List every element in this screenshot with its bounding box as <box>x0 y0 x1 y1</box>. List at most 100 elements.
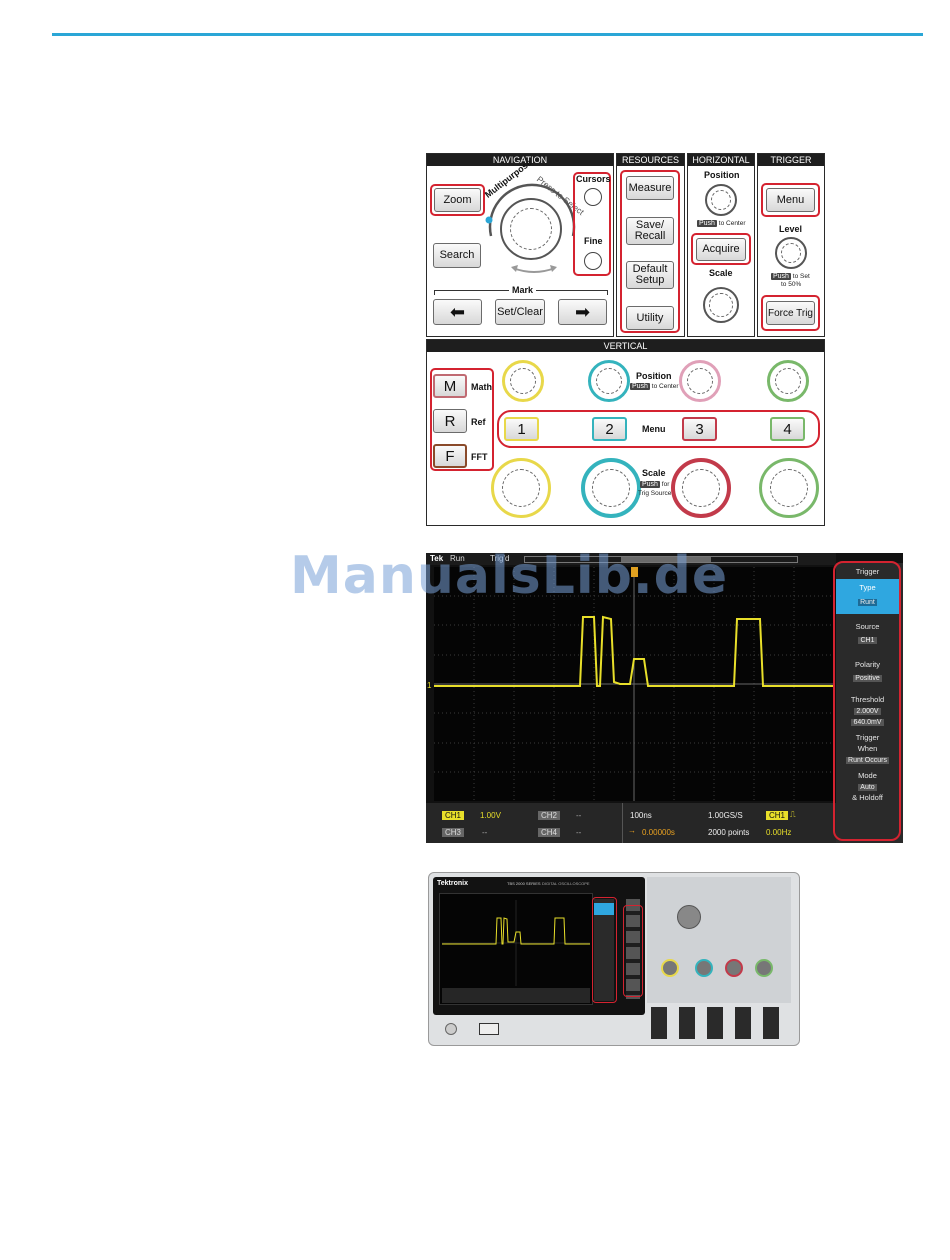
default-setup-button[interactable]: Default Setup <box>626 261 674 289</box>
device-knob-yellow <box>661 959 679 977</box>
ch3-value: -- <box>482 828 488 837</box>
waveform-graticule <box>434 567 835 801</box>
horizontal-position-knob[interactable] <box>705 184 737 216</box>
ch2-menu-button[interactable]: 2 <box>592 417 627 441</box>
menu-source-value-wrap: CH1 <box>836 635 899 644</box>
vertical-header: VERTICAL <box>427 340 824 352</box>
menu-mode-value: Auto <box>858 784 877 791</box>
scope-top-bar: Tek Run Trig'd <box>426 553 836 565</box>
horizontal-scale-knob[interactable] <box>703 287 739 323</box>
ch4-menu-button[interactable]: 4 <box>770 417 805 441</box>
navigation-header: NAVIGATION <box>427 154 613 166</box>
trigger-menu-button[interactable]: Menu <box>766 188 815 212</box>
record-view-bar <box>524 556 798 563</box>
multipurpose-direction-arrows <box>511 265 557 273</box>
device-knob-red <box>725 959 743 977</box>
save-recall-button[interactable]: Save/ Recall <box>626 217 674 245</box>
ch4-badge: CH4 <box>538 828 561 837</box>
ch1-menu-button[interactable]: 1 <box>504 417 539 441</box>
push-badge: Push <box>697 220 717 227</box>
ch4-position-knob[interactable] <box>767 360 809 402</box>
search-button[interactable]: Search <box>433 243 481 268</box>
usb-port-icon <box>479 1023 499 1035</box>
multipurpose-arc <box>485 183 576 237</box>
vertical-push-to-center: Push to Center <box>630 383 679 390</box>
measure-button[interactable]: Measure <box>626 176 674 200</box>
default-setup-line2: Setup <box>635 274 665 286</box>
menu-type-item[interactable]: Type Runt <box>836 579 899 614</box>
arrow-right-icon: ➡ <box>574 301 591 322</box>
force-trig-button[interactable]: Force Trig <box>766 301 815 325</box>
acquire-button[interactable]: Acquire <box>696 238 746 261</box>
utility-button[interactable]: Utility <box>626 306 674 330</box>
trigger-frequency: 0.00Hz <box>766 828 792 837</box>
menu-threshold-value-1: 2.000V <box>854 708 881 715</box>
ch1-ground-marker: 1 <box>427 681 432 690</box>
menu-when-value-wrap: Runt Occurs <box>836 755 899 764</box>
fft-button[interactable]: F <box>433 444 467 468</box>
cursors-label: Cursors <box>576 174 611 184</box>
menu-mode-label: Mode <box>858 771 877 780</box>
ch3-badge: CH3 <box>442 828 465 837</box>
for-text: for <box>661 481 670 488</box>
menu-source-item[interactable]: Source CH1 <box>836 619 899 651</box>
sample-rate: 1.00GS/S <box>708 811 743 820</box>
to-set-text: to Set <box>792 273 810 280</box>
ch1-scale-knob[interactable] <box>491 458 551 518</box>
header-rule <box>52 33 923 36</box>
trigger-level-knob[interactable] <box>775 237 807 269</box>
menu-mode-value-wrap: Auto <box>836 782 899 791</box>
trig-source-badge: CH1 <box>766 811 789 820</box>
menu-type-label: Type <box>859 583 876 592</box>
menu-threshold-value2-wrap: 640.0mV <box>836 717 899 726</box>
push-badge: Push <box>771 273 791 280</box>
menu-mode-item[interactable]: Mode Auto & Holdoff <box>836 770 899 806</box>
device-knob-cyan <box>695 959 713 977</box>
menu-when-label: When <box>857 744 878 753</box>
menu-threshold-item[interactable]: Threshold 2.000V 640.0mV <box>836 694 899 730</box>
menu-polarity-item[interactable]: Polarity Positive <box>836 657 899 689</box>
device-side-menu-highlight <box>592 897 617 1003</box>
multipurpose-knob[interactable] <box>500 198 562 260</box>
scope-status-bar: CH1 1.00V CH2 -- CH3 -- CH4 -- 100ns 1.0… <box>426 803 836 843</box>
ch2-position-knob[interactable] <box>588 360 630 402</box>
vertical-scale-label: Scale <box>642 468 666 478</box>
ch1-position-knob[interactable] <box>502 360 544 402</box>
menu-title: Trigger <box>855 567 880 576</box>
run-status: Run <box>450 554 465 563</box>
ch2-scale-knob[interactable] <box>581 458 641 518</box>
trig-source-text: Trig Source <box>638 490 672 497</box>
menu-type-value-wrap: Runt <box>836 597 899 606</box>
ch2-badge: CH2 <box>538 811 561 820</box>
ref-button[interactable]: R <box>433 409 467 433</box>
cursors-button[interactable] <box>584 188 602 206</box>
trigger-menu-highlight <box>761 183 820 217</box>
ch4-scale-knob[interactable] <box>759 458 819 518</box>
tek-logo: Tek <box>430 554 444 563</box>
cursors-fine-highlight <box>573 172 611 276</box>
trigger-side-menu: Trigger Type Runt Source CH1 Polarity Po… <box>836 563 903 843</box>
mark-label: Mark <box>509 285 537 295</box>
ch3-scale-knob[interactable] <box>671 458 731 518</box>
menu-trigger-when-item[interactable]: Trigger When Runt Occurs <box>836 732 899 768</box>
menu-threshold-value1-wrap: 2.000V <box>836 706 899 715</box>
vertical-push-for: Push for <box>640 481 669 488</box>
math-button[interactable]: M <box>433 374 467 398</box>
menu-threshold-label: Threshold <box>850 695 885 704</box>
navigation-section: NAVIGATION Zoom Search Multipurpose Pres… <box>426 153 614 337</box>
ref-label: Ref <box>471 417 486 427</box>
device-menu-buttons <box>626 899 640 999</box>
mark-next-button[interactable]: ➡ <box>558 299 607 325</box>
fine-button[interactable] <box>584 252 602 270</box>
menu-threshold-value-2: 640.0mV <box>851 719 884 726</box>
device-screen <box>439 893 593 1005</box>
zoom-button[interactable]: Zoom <box>434 188 481 212</box>
ch3-menu-button[interactable]: 3 <box>682 417 717 441</box>
trigger-level-label: Level <box>779 224 803 234</box>
device-waveform <box>442 900 590 1003</box>
device-power-button <box>445 1023 457 1035</box>
set-clear-button[interactable]: Set/Clear <box>495 299 545 325</box>
ch3-position-knob[interactable] <box>679 360 721 402</box>
mark-previous-button[interactable]: ⬅ <box>433 299 482 325</box>
scope-display: Tek Run Trig'd 1 CH1 <box>426 553 903 843</box>
